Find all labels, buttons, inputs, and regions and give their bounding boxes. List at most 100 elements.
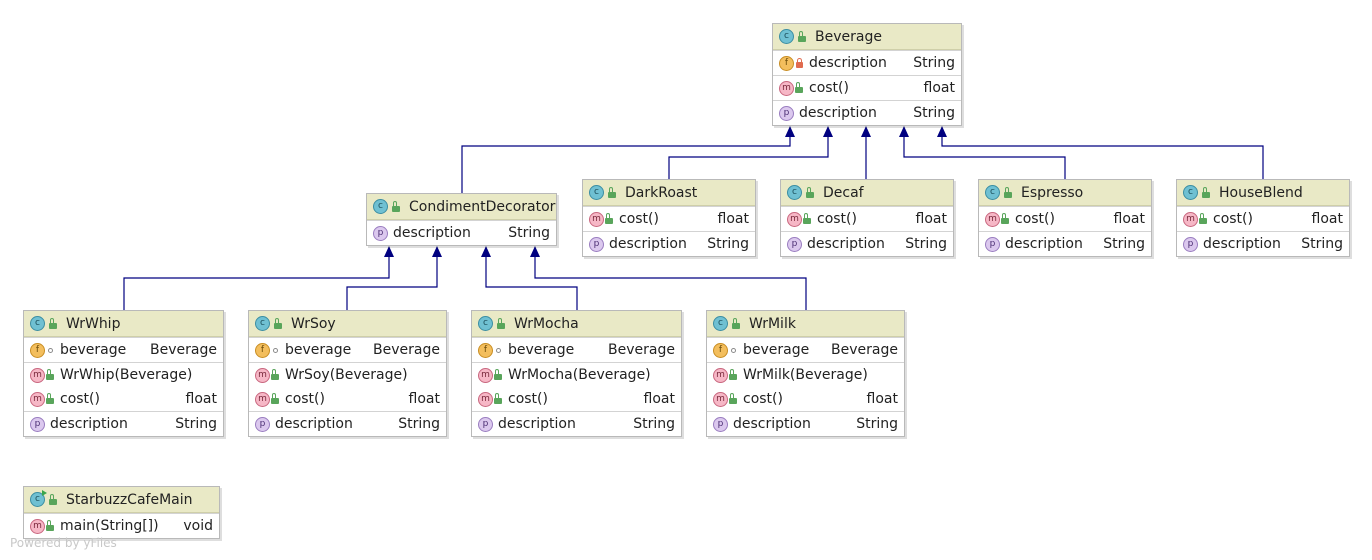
public-lock-icon bbox=[270, 369, 280, 381]
inheritance-arrowhead bbox=[899, 126, 909, 137]
edge-wr_whip-to-condiment_decorator bbox=[123, 257, 390, 310]
inheritance-arrowhead bbox=[481, 246, 491, 257]
public-lock-icon bbox=[607, 186, 617, 199]
class-icon: c bbox=[478, 316, 493, 331]
member-name: main(String[]) bbox=[60, 518, 159, 534]
public-lock-icon bbox=[493, 393, 503, 405]
public-lock-icon bbox=[493, 369, 503, 381]
class-name: DarkRoast bbox=[625, 184, 698, 201]
class-name: WrWhip bbox=[66, 315, 121, 332]
public-lock-icon bbox=[794, 82, 804, 94]
property-icon: p bbox=[589, 236, 604, 252]
member-name: description bbox=[799, 105, 877, 121]
property-icon: p bbox=[30, 416, 45, 432]
member-name: cost() bbox=[508, 391, 548, 407]
class-icon: c bbox=[779, 29, 794, 44]
member-type: float bbox=[185, 391, 217, 407]
member-name: cost() bbox=[809, 80, 849, 96]
member-name: cost() bbox=[1213, 211, 1253, 227]
inheritance-arrowhead bbox=[937, 126, 947, 137]
class-name: CondimentDecorator bbox=[409, 198, 556, 215]
inheritance-arrowhead bbox=[384, 246, 394, 257]
member-name: WrSoy(Beverage) bbox=[285, 367, 408, 383]
property-icon: p bbox=[713, 416, 728, 432]
class-name: HouseBlend bbox=[1219, 184, 1303, 201]
member-type: Beverage bbox=[608, 342, 675, 358]
package-visibility-icon bbox=[45, 344, 55, 356]
member-name: description bbox=[1005, 236, 1083, 252]
public-lock-icon bbox=[728, 393, 738, 405]
public-lock-icon bbox=[48, 493, 58, 506]
property-icon: p bbox=[1183, 236, 1198, 252]
member-name: WrMilk(Beverage) bbox=[743, 367, 868, 383]
property-icon: p bbox=[373, 225, 388, 241]
member-name: description bbox=[275, 416, 353, 432]
member-type: float bbox=[866, 391, 898, 407]
member-name: cost() bbox=[285, 391, 325, 407]
public-lock-icon bbox=[797, 30, 807, 43]
member-type: float bbox=[1113, 211, 1145, 227]
field-icon: f bbox=[255, 342, 270, 358]
member-name: description bbox=[50, 416, 128, 432]
method-icon: m bbox=[478, 391, 493, 407]
method-icon: m bbox=[713, 391, 728, 407]
class-icon: c bbox=[985, 185, 1000, 200]
member-type: String bbox=[398, 416, 440, 432]
class-name: WrMilk bbox=[749, 315, 796, 332]
member-name: beverage bbox=[743, 342, 810, 358]
public-lock-icon bbox=[496, 317, 506, 330]
member-type: float bbox=[717, 211, 749, 227]
method-icon: m bbox=[478, 367, 493, 383]
public-lock-icon bbox=[48, 317, 58, 330]
class-name: Espresso bbox=[1021, 184, 1084, 201]
private-lock-icon bbox=[794, 57, 804, 69]
member-name: cost() bbox=[619, 211, 659, 227]
